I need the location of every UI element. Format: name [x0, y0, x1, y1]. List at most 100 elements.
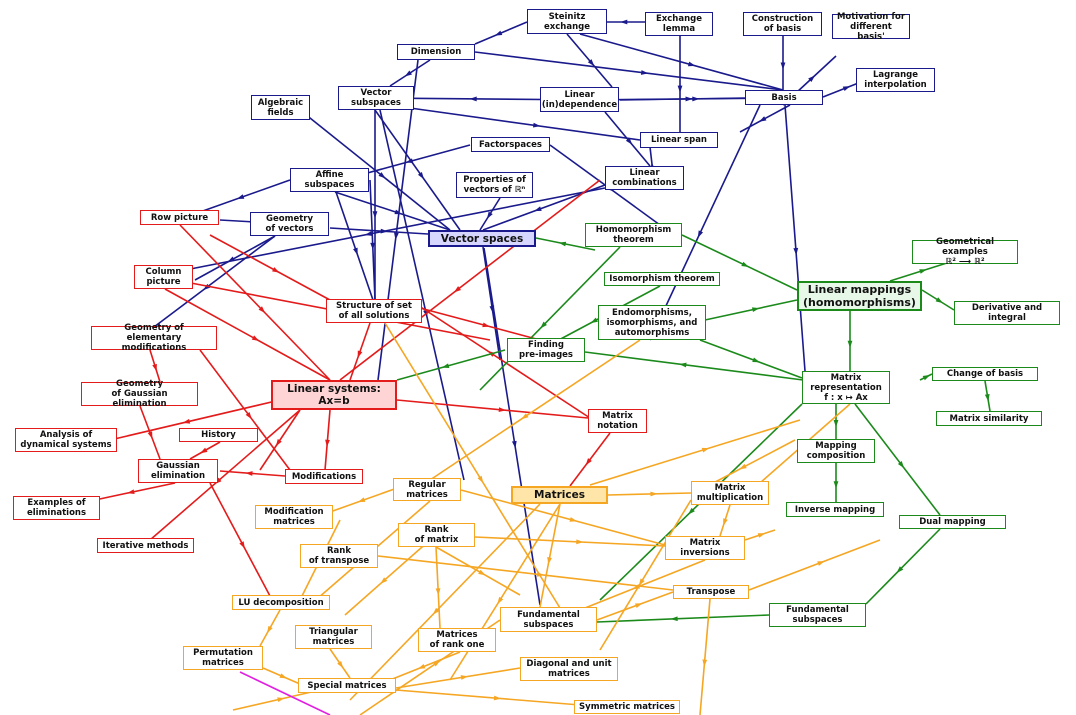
edge-arrowhead: [739, 463, 747, 470]
node-linear-systems-hub[interactable]: Linear systems: Ax=b: [271, 380, 397, 410]
edge: [579, 33, 784, 91]
edge: [435, 546, 521, 596]
edge: [219, 470, 286, 477]
edge: [479, 246, 621, 391]
edge-arrowhead: [370, 242, 376, 250]
node-linear-mappings-hub[interactable]: Linear mappings (homomorphisms): [797, 281, 922, 311]
node-linear-independence[interactable]: Linear (in)dependence: [540, 87, 619, 112]
node-geometry-elementary-modifications[interactable]: Geometry of elementary modifications: [91, 323, 217, 353]
edge: [384, 322, 561, 609]
edge: [349, 503, 541, 701]
node-change-of-basis[interactable]: Change of basis: [932, 367, 1038, 381]
edge-arrowhead: [758, 116, 767, 122]
edge-arrowhead: [203, 283, 211, 291]
edge: [379, 109, 465, 481]
node-isomorphism-theorem[interactable]: Isomorphism theorem: [604, 272, 720, 286]
edge-arrowhead: [239, 541, 245, 549]
node-modification-matrices[interactable]: Modification matrices: [255, 505, 333, 529]
node-lu-decomposition[interactable]: LU decomposition: [232, 595, 330, 610]
node-linear-span[interactable]: Linear span: [640, 132, 718, 148]
node-history[interactable]: History: [179, 428, 258, 442]
edge: [149, 235, 276, 331]
edge-arrowhead: [127, 489, 135, 495]
edge-arrowhead: [587, 59, 595, 67]
edge-arrowhead: [984, 393, 990, 402]
edge: [199, 179, 291, 213]
edge: [164, 288, 331, 381]
edge-arrowhead: [701, 447, 710, 453]
node-mapping-composition[interactable]: Mapping composition: [797, 439, 875, 463]
node-fundamental-subspaces-green[interactable]: Fundamental subspaces: [769, 603, 866, 627]
node-examples-of-eliminations[interactable]: Examples of eliminations: [13, 496, 100, 520]
edge-arrowhead: [147, 431, 153, 439]
edge: [339, 179, 601, 381]
edge: [604, 111, 651, 167]
node-matrix-notation[interactable]: Matrix notation: [588, 409, 647, 433]
node-matrices-rank-one[interactable]: Matrices of rank one: [418, 628, 496, 652]
edge-arrowhead: [432, 607, 440, 615]
node-geometry-gaussian-elimination[interactable]: Geometry of Gaussian elimination: [81, 379, 198, 409]
node-affine-subspaces[interactable]: Affine subspaces: [290, 168, 369, 192]
edge-arrowhead: [258, 306, 266, 314]
node-homomorphism-theorem[interactable]: Homomorphism theorem: [585, 223, 682, 247]
node-modifications[interactable]: Modifications: [285, 469, 363, 484]
node-matrix-multiplication[interactable]: Matrix multiplication: [691, 481, 769, 505]
node-rank-of-matrix[interactable]: Rank of matrix: [398, 523, 475, 547]
edge-arrowhead: [919, 269, 927, 274]
edge-arrowhead: [453, 286, 461, 293]
node-inverse-mapping[interactable]: Inverse mapping: [786, 502, 884, 517]
node-matrices-hub[interactable]: Matrices: [511, 486, 608, 504]
node-rank-of-transpose[interactable]: Rank of transpose: [300, 544, 378, 568]
edge: [174, 187, 606, 273]
node-transpose[interactable]: Transpose: [673, 585, 749, 599]
node-vector-spaces-hub[interactable]: Vector spaces: [428, 230, 536, 247]
node-vector-subspaces[interactable]: Vector subspaces: [338, 86, 414, 110]
node-analysis-dynamical-systems[interactable]: Analysis of dynamical systems: [15, 428, 117, 452]
node-geometry-of-vectors[interactable]: Geometry of vectors: [250, 212, 329, 236]
node-exchange-lemma[interactable]: Exchange lemma: [645, 12, 713, 36]
edge-arrowhead: [585, 458, 592, 466]
edge-arrowhead: [847, 340, 853, 348]
node-properties-vectors[interactable]: Properties of vectors of ℝⁿ: [456, 172, 533, 198]
node-motivation-basis[interactable]: Motivation for different basis': [832, 12, 910, 42]
node-steinitz-exchange[interactable]: Steinitz exchange: [527, 9, 607, 34]
node-dual-mapping[interactable]: Dual mapping: [899, 515, 1006, 529]
edge-arrowhead: [200, 447, 208, 454]
node-diagonal-unit-matrices[interactable]: Diagonal and unit matrices: [520, 657, 618, 681]
node-dimension[interactable]: Dimension: [397, 44, 475, 60]
edge-arrowhead: [793, 247, 799, 256]
node-triangular-matrices[interactable]: Triangular matrices: [295, 625, 372, 649]
node-matrix-inversions[interactable]: Matrix inversions: [665, 536, 745, 560]
edge: [395, 667, 521, 689]
edge: [409, 107, 641, 141]
node-linear-combinations[interactable]: Linear combinations: [605, 166, 684, 190]
node-matrix-similarity[interactable]: Matrix similarity: [936, 411, 1042, 426]
node-permutation-matrices[interactable]: Permutation matrices: [183, 646, 263, 670]
edge-arrowhead: [251, 335, 260, 341]
node-row-picture[interactable]: Row picture: [140, 210, 219, 225]
node-endomorphisms[interactable]: Endomorphisms, isomorphisms, and automor…: [598, 305, 706, 340]
node-basis[interactable]: Basis: [745, 90, 823, 105]
node-matrix-representation[interactable]: Matrix representation f : x ↦ Ax: [802, 371, 890, 404]
edge-arrowhead: [521, 413, 529, 420]
node-factorspaces[interactable]: Factorspaces: [471, 137, 550, 152]
node-gaussian-elimination[interactable]: Gaussian elimination: [138, 459, 218, 483]
node-derivative-and-integral[interactable]: Derivative and integral: [954, 301, 1060, 325]
node-symmetric-matrices[interactable]: Symmetric matrices: [574, 700, 680, 714]
node-column-picture[interactable]: Column picture: [134, 265, 193, 289]
node-algebraic-fields[interactable]: Algebraic fields: [251, 95, 310, 120]
node-regular-matrices[interactable]: Regular matrices: [393, 478, 461, 501]
node-iterative-methods[interactable]: Iterative methods: [97, 538, 194, 553]
edge-arrowhead: [922, 374, 931, 381]
node-special-matrices[interactable]: Special matrices: [298, 678, 396, 693]
edge: [209, 234, 331, 301]
node-fundamental-subspaces-orange[interactable]: Fundamental subspaces: [500, 607, 597, 632]
edge: [460, 489, 666, 546]
node-finding-preimages[interactable]: Finding pre-images: [507, 338, 585, 362]
node-geometrical-examples[interactable]: Geometrical examples ℝ² ⟶ ℝ²: [912, 237, 1018, 267]
edge-arrowhead: [897, 461, 905, 469]
node-lagrange-interpolation[interactable]: Lagrange interpolation: [856, 68, 935, 92]
node-structure-of-solutions[interactable]: Structure of set of all solutions: [326, 299, 422, 323]
edge-arrowhead: [378, 172, 386, 179]
node-construction-of-basis[interactable]: Construction of basis: [743, 12, 822, 36]
